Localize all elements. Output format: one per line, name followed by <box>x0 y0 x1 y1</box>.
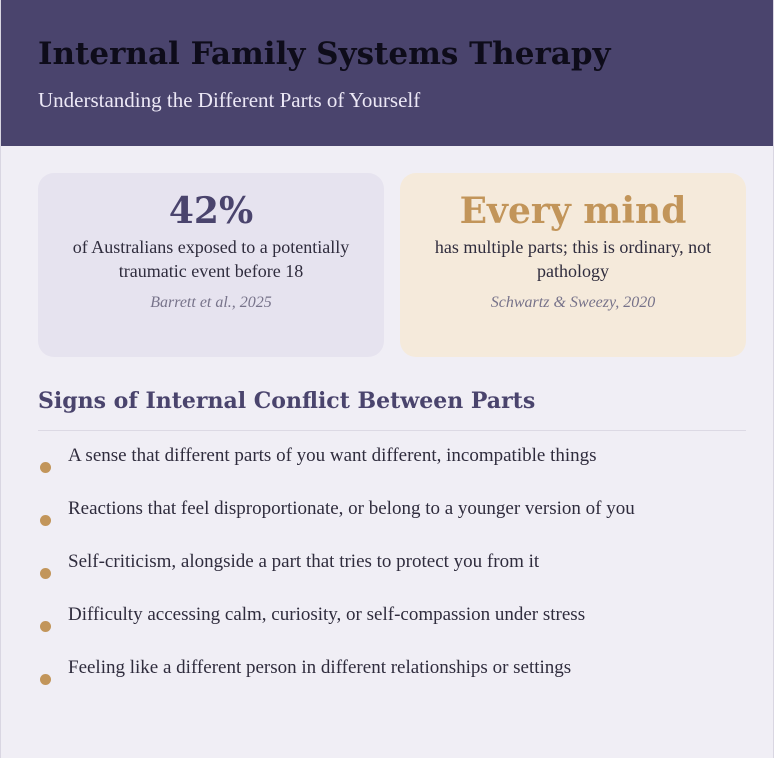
stat-source: Barrett et al., 2025 <box>150 294 272 311</box>
page-subtitle: Understanding the Different Parts of You… <box>38 88 421 112</box>
stat-description: of Australians exposed to a potentially … <box>72 237 350 281</box>
list-item-text: Self-criticism, alongside a part that tr… <box>68 551 540 572</box>
list-item: Reactions that feel disproportionate, or… <box>38 496 746 549</box>
list-item: A sense that different parts of you want… <box>38 443 746 496</box>
bullet-dot-icon <box>40 621 51 632</box>
stat-source: Schwartz & Sweezy, 2020 <box>490 294 656 311</box>
stat-description: has multiple parts; this is ordinary, no… <box>434 237 712 281</box>
section-title: Signs of Internal Conflict Between Parts <box>38 385 746 431</box>
page-header: Internal Family Systems Therapy Understa… <box>1 0 773 146</box>
stat-card-trauma: 42% of Australians exposed to a potentia… <box>38 173 384 357</box>
list-item-text: Reactions that feel disproportionate, or… <box>68 498 635 519</box>
list-item: Feeling like a different person in diffe… <box>38 655 746 708</box>
list-item: Difficulty accessing calm, curiosity, or… <box>38 602 746 655</box>
signs-list: A sense that different parts of you want… <box>38 443 746 708</box>
stat-value: Every mind <box>459 190 687 232</box>
list-item-text: Feeling like a different person in diffe… <box>68 657 572 678</box>
page-title: Internal Family Systems Therapy <box>38 36 611 72</box>
bullet-dot-icon <box>40 462 51 473</box>
stat-cards: 42% of Australians exposed to a potentia… <box>38 173 746 357</box>
list-item: Self-criticism, alongside a part that tr… <box>38 549 746 602</box>
bullet-dot-icon <box>40 515 51 526</box>
bullet-dot-icon <box>40 568 51 579</box>
list-item-text: Difficulty accessing calm, curiosity, or… <box>68 604 586 625</box>
bullet-dot-icon <box>40 674 51 685</box>
list-item-text: A sense that different parts of you want… <box>68 445 597 466</box>
signs-section: Signs of Internal Conflict Between Parts… <box>38 385 746 708</box>
stat-value: 42% <box>168 190 254 232</box>
stat-card-parts: Every mind has multiple parts; this is o… <box>400 173 746 357</box>
